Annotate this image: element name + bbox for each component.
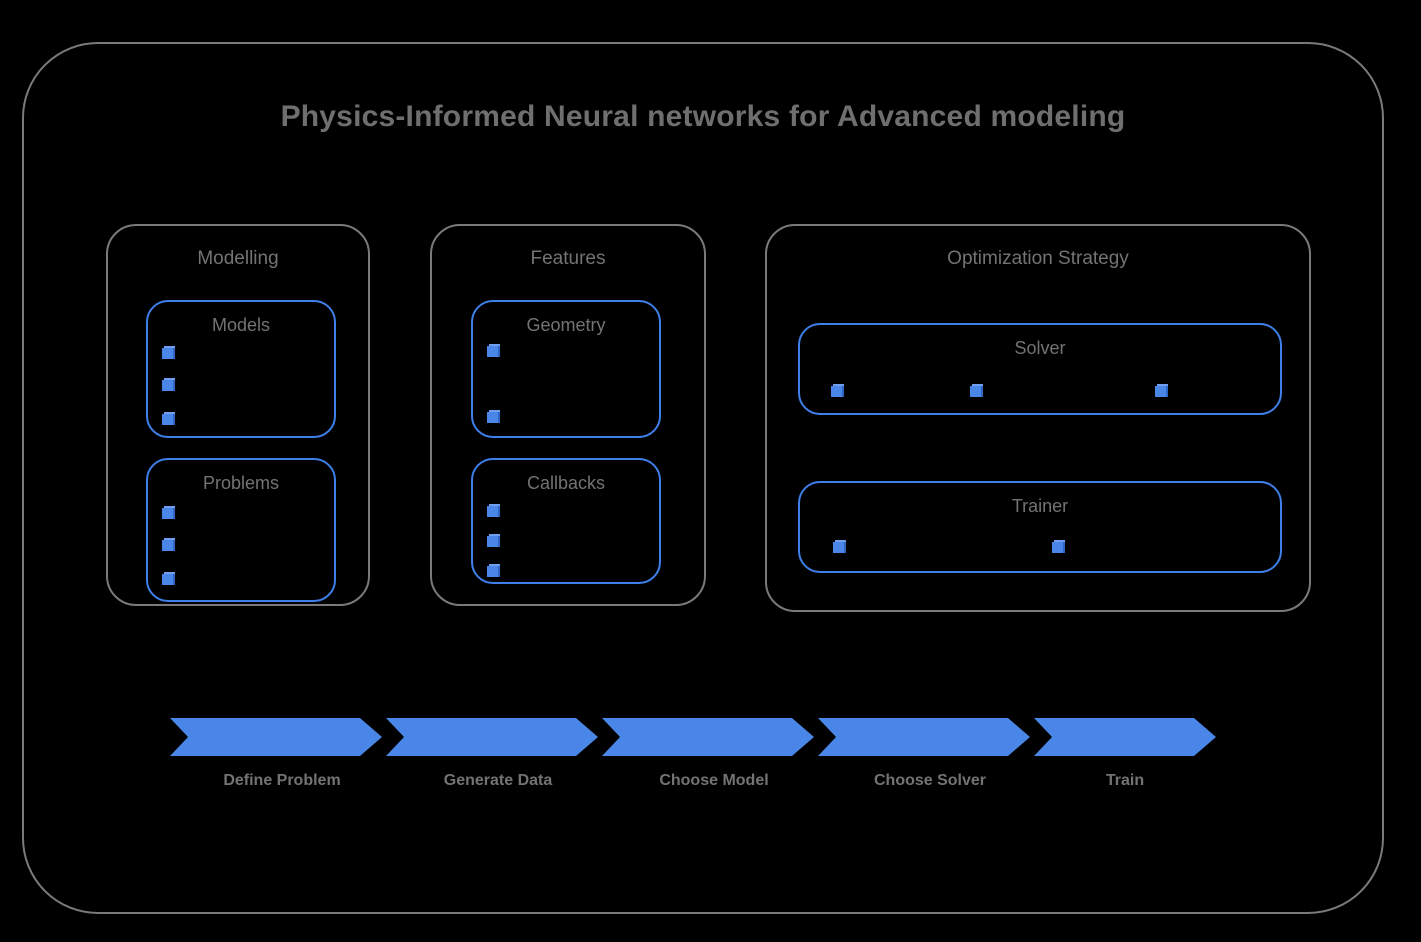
blue-cube-bullet-icon [162, 412, 175, 425]
group-title-optimization-strategy: Optimization Strategy [947, 248, 1129, 269]
sub-box-title-models: Models [211, 315, 271, 335]
blue-cube-bullet-icon [487, 564, 500, 577]
blue-cube-bullet-icon [162, 378, 175, 391]
blue-cube-bullet-icon [487, 534, 500, 547]
group-panel-optimization: Optimization Strategy [765, 224, 1311, 612]
pipeline-step-arrow-1[interactable] [170, 718, 382, 756]
pipeline-step-arrow-4[interactable] [818, 718, 1030, 756]
blue-cube-bullet-icon [487, 410, 500, 423]
pipeline-step-label-3: Choose Model [659, 772, 769, 789]
sub-box-title-problems: Problems [202, 473, 280, 493]
blue-cube-bullet-icon [831, 384, 844, 397]
sub-box-problems[interactable]: Problems [146, 458, 336, 602]
group-title-modelling: Modelling [197, 248, 279, 269]
blue-cube-bullet-icon [487, 344, 500, 357]
pipeline-flow: Define Problem Generate Data Choose Mode… [170, 718, 1216, 789]
sub-box-title-callbacks: Callbacks [526, 473, 606, 493]
pipeline-step-arrow-2[interactable] [386, 718, 598, 756]
sub-box-callbacks[interactable]: Callbacks [471, 458, 661, 584]
pipeline-step-label-2: Generate Data [443, 772, 553, 789]
blue-cube-bullet-icon [970, 384, 983, 397]
pipeline-step-label-4: Choose Solver [873, 772, 987, 789]
sub-box-models[interactable]: Models [146, 300, 336, 438]
sub-box-title-geometry: Geometry [526, 315, 606, 335]
pipeline-step-arrow-5[interactable] [1034, 718, 1216, 756]
blue-cube-bullet-icon [162, 538, 175, 551]
blue-cube-bullet-icon [162, 346, 175, 359]
pipeline-step-arrow-3[interactable] [602, 718, 814, 756]
sub-box-geometry[interactable]: Geometry [471, 300, 661, 438]
blue-cube-bullet-icon [162, 506, 175, 519]
sub-box-title-trainer: Trainer [1011, 496, 1069, 516]
blue-cube-bullet-icon [487, 504, 500, 517]
sub-box-solver[interactable]: Solver [798, 323, 1282, 415]
blue-cube-bullet-icon [1155, 384, 1168, 397]
blue-cube-bullet-icon [162, 572, 175, 585]
blue-cube-bullet-icon [1052, 540, 1065, 553]
sub-box-title-solver: Solver [1014, 338, 1066, 358]
page-title: Physics-Informed Neural networks for Adv… [280, 100, 1126, 133]
pipeline-step-label-1: Define Problem [223, 772, 341, 789]
blue-cube-bullet-icon [833, 540, 846, 553]
group-panel-modelling: Modelling [106, 224, 370, 606]
pipeline-step-label-5: Train [1105, 772, 1145, 789]
outer-frame [22, 42, 1384, 914]
sub-box-trainer[interactable]: Trainer [798, 481, 1282, 573]
group-panel-features: Features [430, 224, 706, 606]
group-title-features: Features [530, 248, 606, 269]
